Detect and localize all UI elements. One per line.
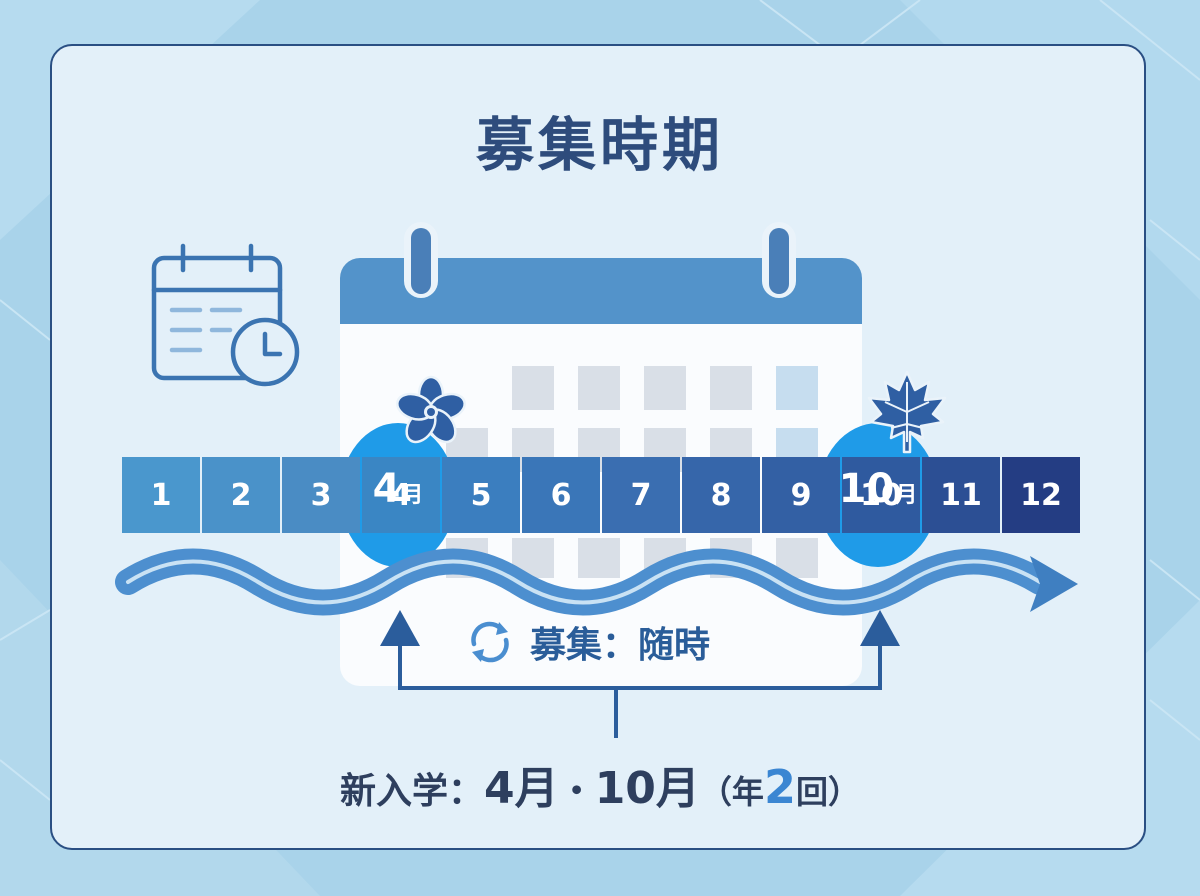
- arrow-up-icon: [380, 610, 420, 646]
- month-cell: 3: [282, 457, 360, 533]
- entry-open: （年: [699, 773, 764, 811]
- entry-count: 2: [763, 760, 796, 814]
- timeline-arrowhead: [1030, 556, 1078, 612]
- entry-bracket: [398, 640, 882, 738]
- refresh-icon: [471, 621, 509, 663]
- page-title: 募集時期: [475, 111, 724, 179]
- entry-month-1: 4月: [484, 763, 559, 814]
- month-cell: 9: [762, 457, 840, 533]
- month-cell: 10: [842, 457, 920, 533]
- cherry-blossom-icon: [396, 375, 466, 444]
- month-cell: 11: [922, 457, 1000, 533]
- month-cell: 2: [202, 457, 280, 533]
- recruitment-text: 募集：随時: [530, 625, 711, 666]
- entry-label: 新入学：: [340, 771, 485, 812]
- arrow-up-icon: [860, 610, 900, 646]
- entry-separator: ・: [558, 771, 595, 812]
- entry-month-2: 10月: [594, 763, 700, 814]
- month-cell: 8: [682, 457, 760, 533]
- month-cell: 1: [122, 457, 200, 533]
- calendar-clock-icon: [151, 243, 300, 387]
- entry-periods: 新入学：4月・10月（年2回）: [0, 752, 1200, 816]
- month-cell: 6: [522, 457, 600, 533]
- recruitment-note: 募集：随時: [462, 614, 710, 670]
- entry-close: 回）: [795, 773, 860, 811]
- month-cell: 5: [442, 457, 520, 533]
- month-cell: 4: [362, 457, 440, 533]
- month-cell: 12: [1002, 457, 1080, 533]
- big-calendar-icon: [340, 222, 862, 686]
- maple-leaf-icon: [867, 370, 947, 454]
- month-cell: 7: [602, 457, 680, 533]
